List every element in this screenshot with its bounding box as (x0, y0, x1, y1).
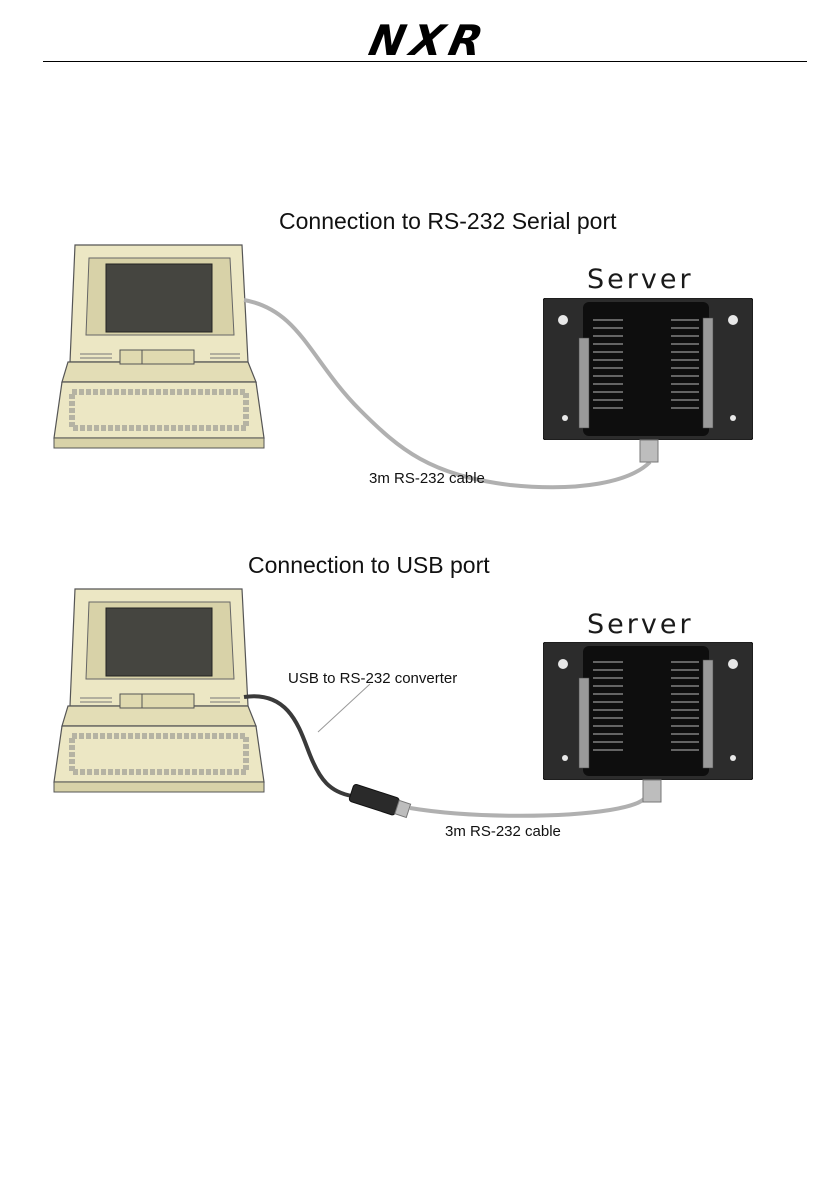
usb-cable-label: 3m RS-232 cable (445, 823, 561, 840)
serial-cable-label: 3m RS-232 cable (369, 470, 485, 487)
usb-converter-cable (0, 560, 839, 860)
rs232-cable (0, 0, 839, 520)
converter-label: USB to RS-232 converter (288, 670, 457, 687)
